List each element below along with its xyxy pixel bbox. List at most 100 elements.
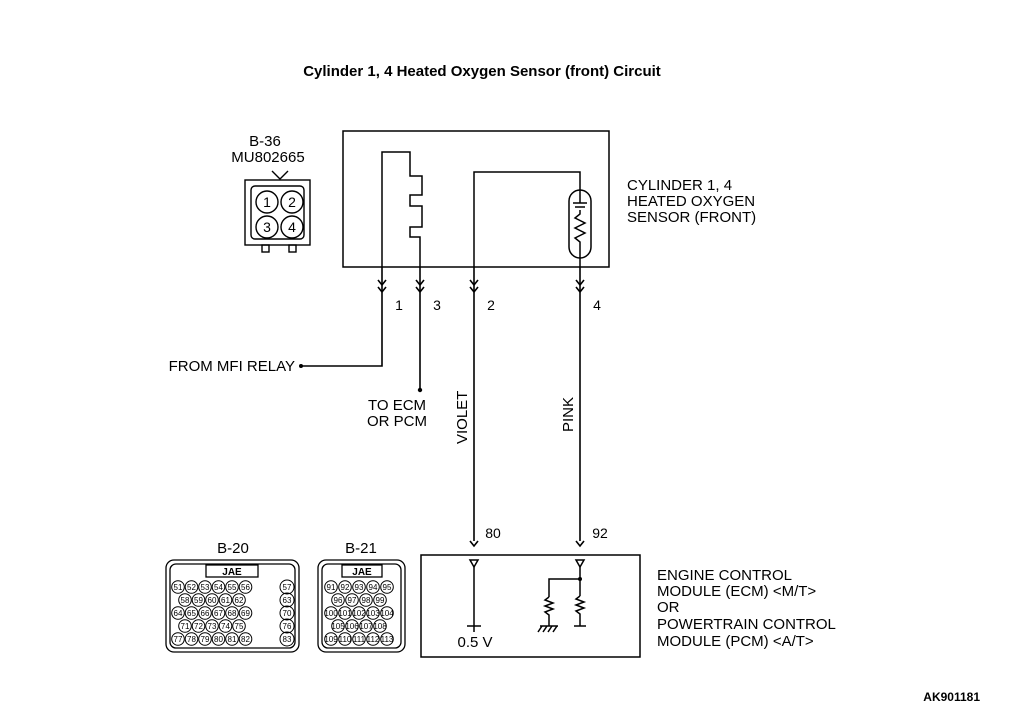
connector-pin-label: 73 bbox=[208, 622, 217, 631]
connector-pin-label: 95 bbox=[383, 583, 392, 592]
pink-wire-label: PINK bbox=[560, 397, 577, 432]
b36-pin-2: 2 bbox=[288, 194, 296, 210]
connector-pin-104 bbox=[380, 606, 394, 620]
connector-pin-83 bbox=[279, 631, 295, 647]
connector-pin-label: 111 bbox=[353, 635, 366, 644]
connector-pin-label: 77 bbox=[174, 635, 183, 644]
violet-wire-label: VIOLET bbox=[454, 391, 471, 444]
sensor-box bbox=[342, 130, 610, 268]
connector-pin-101 bbox=[338, 606, 352, 620]
connector-pin-label: 93 bbox=[355, 583, 364, 592]
connector-pin-label: 104 bbox=[380, 609, 394, 618]
connector-pin-112 bbox=[366, 632, 380, 646]
to-ecm-label-line-1: TO ECM bbox=[368, 397, 426, 414]
connector-pin-label: 57 bbox=[283, 583, 292, 592]
connector-pin-label: 113 bbox=[381, 635, 394, 644]
b21-connector-id: B-21 bbox=[345, 540, 377, 557]
connector-pin-label: 56 bbox=[241, 583, 250, 592]
ecm-label-line-5: MODULE (PCM) <A/T> bbox=[657, 633, 814, 650]
wire-pin-1-label: 1 bbox=[395, 297, 403, 313]
connector-pin-label: 99 bbox=[376, 596, 385, 605]
connector-pin-98 bbox=[359, 593, 373, 607]
connector-pin-100 bbox=[324, 606, 338, 620]
connector-pin-111 bbox=[352, 632, 366, 646]
connector-pin-96 bbox=[331, 593, 345, 607]
connector-pin-70 bbox=[279, 605, 295, 621]
connector-pin-label: 112 bbox=[367, 635, 380, 644]
connector-pin-78 bbox=[184, 632, 199, 646]
connector-pin-label: 102 bbox=[352, 609, 366, 618]
b21-connector-face bbox=[317, 559, 406, 653]
b36-connector-face bbox=[244, 170, 311, 253]
ecm-label-line-3: OR bbox=[657, 599, 680, 616]
connector-pin-label: 59 bbox=[194, 596, 203, 605]
wire-harness bbox=[302, 267, 585, 548]
ecm-label-line-2: MODULE (ECM) <M/T> bbox=[657, 583, 816, 600]
connector-pin-label: 91 bbox=[327, 583, 336, 592]
connector-pin-label: 70 bbox=[283, 609, 292, 618]
b20-connector-id: B-20 bbox=[217, 540, 249, 557]
connector-pin-82 bbox=[238, 632, 253, 646]
wire-pin-2-label: 2 bbox=[487, 297, 495, 313]
ecm-box bbox=[420, 554, 641, 658]
connector-pin-label: 96 bbox=[334, 596, 343, 605]
connector-pin-54 bbox=[211, 580, 226, 594]
connector-pin-68 bbox=[225, 606, 239, 620]
ecm-label-line-4: POWERTRAIN CONTROL bbox=[657, 616, 836, 633]
connector-pin-label: 51 bbox=[174, 583, 183, 592]
connector-pin-label: 72 bbox=[194, 622, 203, 631]
connector-pin-52 bbox=[184, 580, 199, 594]
connector-pin-103 bbox=[366, 606, 380, 620]
connector-pin-label: 55 bbox=[228, 583, 237, 592]
b20-connector-face bbox=[165, 559, 300, 653]
b36-pin-3: 3 bbox=[263, 219, 271, 235]
connector-pin-65 bbox=[184, 606, 199, 620]
b36-connector-id: B-36 bbox=[249, 133, 281, 150]
b36-pin-4: 4 bbox=[288, 219, 296, 235]
sensor-label-line-2: HEATED OXYGEN bbox=[627, 193, 755, 210]
connector-pin-label: 74 bbox=[221, 622, 230, 631]
connector-pin-62 bbox=[232, 593, 246, 607]
ecm-terminal-92: 92 bbox=[592, 525, 608, 541]
connector-pin-label: 106 bbox=[345, 622, 359, 631]
connector-pin-label: 66 bbox=[201, 609, 210, 618]
connector-pin-93 bbox=[352, 580, 366, 594]
connector-pin-label: 75 bbox=[235, 622, 244, 631]
ecm-label-line-1: ENGINE CONTROL bbox=[657, 567, 792, 584]
connector-pin-55 bbox=[225, 580, 239, 594]
connector-pin-label: 52 bbox=[187, 583, 196, 592]
connector-pin-label: 78 bbox=[187, 635, 196, 644]
b21-maker-label: JAE bbox=[352, 567, 372, 578]
connector-pin-108 bbox=[373, 619, 387, 633]
connector-pin-56 bbox=[238, 580, 253, 594]
connector-pin-59 bbox=[191, 593, 206, 607]
connector-pin-label: 97 bbox=[348, 596, 357, 605]
connector-pin-58 bbox=[178, 593, 192, 607]
figure-code: AK901181 bbox=[923, 690, 980, 704]
connector-pin-81 bbox=[225, 632, 239, 646]
connector-pin-label: 71 bbox=[181, 622, 190, 631]
connector-pin-63 bbox=[279, 592, 295, 608]
connector-pin-91 bbox=[324, 580, 338, 594]
to-ecm-terminal bbox=[417, 387, 423, 393]
connector-pin-label: 100 bbox=[324, 609, 338, 618]
wire-pin-4-label: 4 bbox=[593, 297, 601, 313]
connector-pin-67 bbox=[211, 606, 226, 620]
connector-pin-73 bbox=[205, 619, 219, 633]
sensor-label-line-1: CYLINDER 1, 4 bbox=[627, 177, 732, 194]
connector-pin-77 bbox=[171, 632, 185, 646]
connector-pin-label: 109 bbox=[324, 635, 338, 644]
connector-pin-107 bbox=[359, 619, 373, 633]
connector-pin-64 bbox=[171, 606, 185, 620]
connector-pin-label: 79 bbox=[201, 635, 210, 644]
wire-pin-3-label: 3 bbox=[433, 297, 441, 313]
connector-pin-label: 60 bbox=[208, 596, 217, 605]
connector-pin-61 bbox=[218, 593, 233, 607]
connector-pin-51 bbox=[171, 580, 185, 594]
connector-pin-label: 94 bbox=[369, 583, 378, 592]
connector-pin-74 bbox=[218, 619, 233, 633]
connector-pin-72 bbox=[191, 619, 206, 633]
